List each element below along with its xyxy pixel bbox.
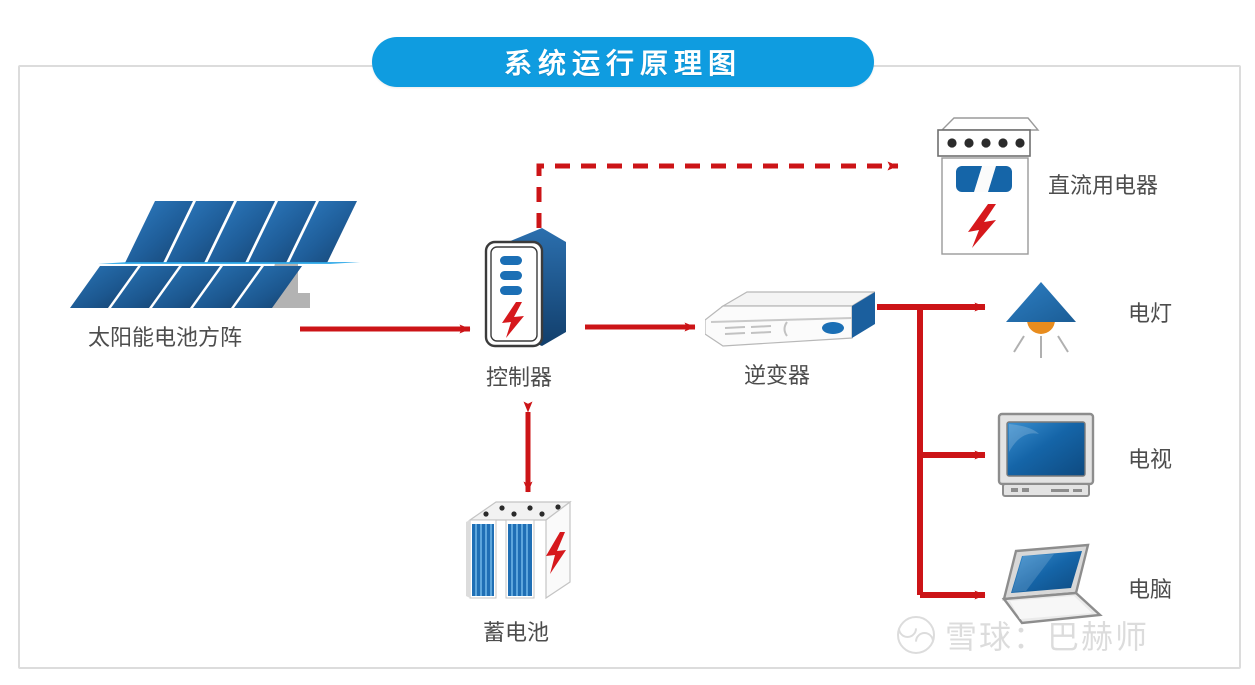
watermark: 雪球：巴赫师 (897, 612, 1149, 658)
controller-box-icon (480, 228, 572, 348)
solar-array-label: 太阳能电池方阵 (88, 325, 243, 350)
dc-appliance-label: 直流用电器 (1048, 173, 1159, 198)
lamp-label: 电灯 (1128, 301, 1173, 326)
computer-label: 电脑 (1128, 577, 1173, 602)
inverter-box-icon (704, 290, 878, 352)
controller-label: 控制器 (486, 365, 553, 390)
page-title: 系统运行原理图 (503, 48, 742, 79)
television-icon (995, 412, 1100, 502)
diagram-title-banner: 系统运行原理图 (372, 37, 874, 87)
solar-panel-array-icon (60, 168, 360, 313)
battery-label: 蓄电池 (483, 620, 550, 645)
laptop-icon (992, 543, 1107, 628)
lamp-icon (996, 280, 1086, 360)
watermark-text: 雪球：巴赫师 (945, 619, 1150, 655)
xueqiu-logo-icon (897, 616, 935, 654)
battery-cells-icon (462, 498, 582, 608)
tv-label: 电视 (1128, 447, 1173, 472)
dc-appliance-icon (930, 112, 1040, 257)
inverter-label: 逆变器 (744, 363, 811, 388)
